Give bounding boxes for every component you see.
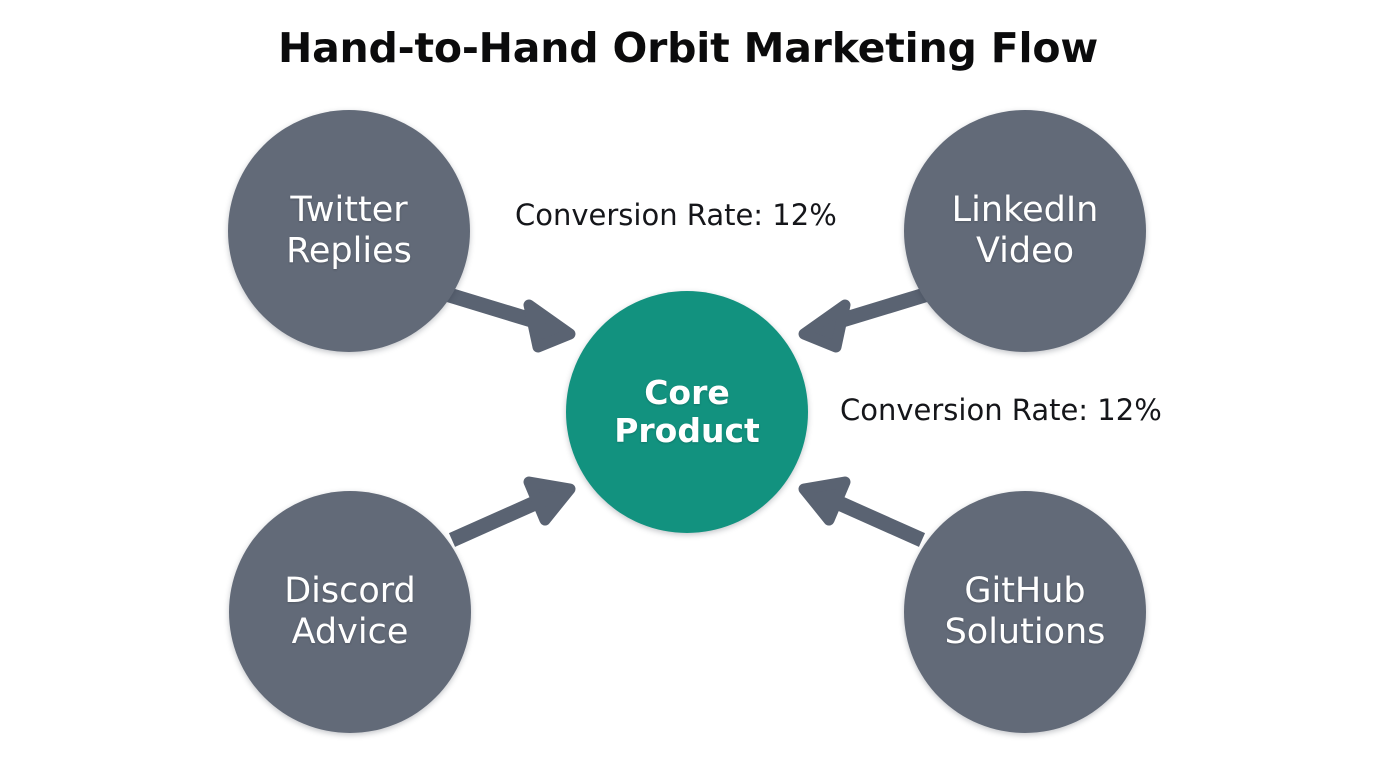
node-label-line2: Solutions <box>944 612 1106 652</box>
edge-label-conversion-rate-right: Conversion Rate: 12% <box>840 393 1162 427</box>
hub-label-line1: Core <box>644 372 730 412</box>
edge-discord-to-core <box>448 476 576 547</box>
hub-label-line2: Product <box>614 411 760 450</box>
page-title: Hand-to-Hand Orbit Marketing Flow <box>277 24 1099 72</box>
node-core-product[interactable]: Core Product <box>566 291 808 533</box>
node-label-line2: Advice <box>291 612 409 652</box>
node-label-line1: Discord <box>284 571 416 612</box>
node-github-solutions[interactable]: GitHub Solutions <box>904 491 1146 733</box>
node-label-line1: Twitter <box>290 190 408 231</box>
edge-linkedin-to-core <box>798 286 931 353</box>
node-twitter-replies[interactable]: Twitter Replies <box>228 110 470 352</box>
edge-github-to-core <box>798 476 926 547</box>
node-linkedin-video[interactable]: LinkedIn Video <box>904 110 1146 352</box>
edge-label-conversion-rate-top: Conversion Rate: 12% <box>515 198 837 232</box>
node-label-line2: Replies <box>286 231 412 271</box>
edge-twitter-to-core <box>443 286 576 353</box>
node-discord-advice[interactable]: Discord Advice <box>229 491 471 733</box>
node-label-line2: Video <box>975 231 1075 271</box>
node-label-line1: GitHub <box>964 571 1086 612</box>
node-label-line1: LinkedIn <box>951 190 1099 231</box>
